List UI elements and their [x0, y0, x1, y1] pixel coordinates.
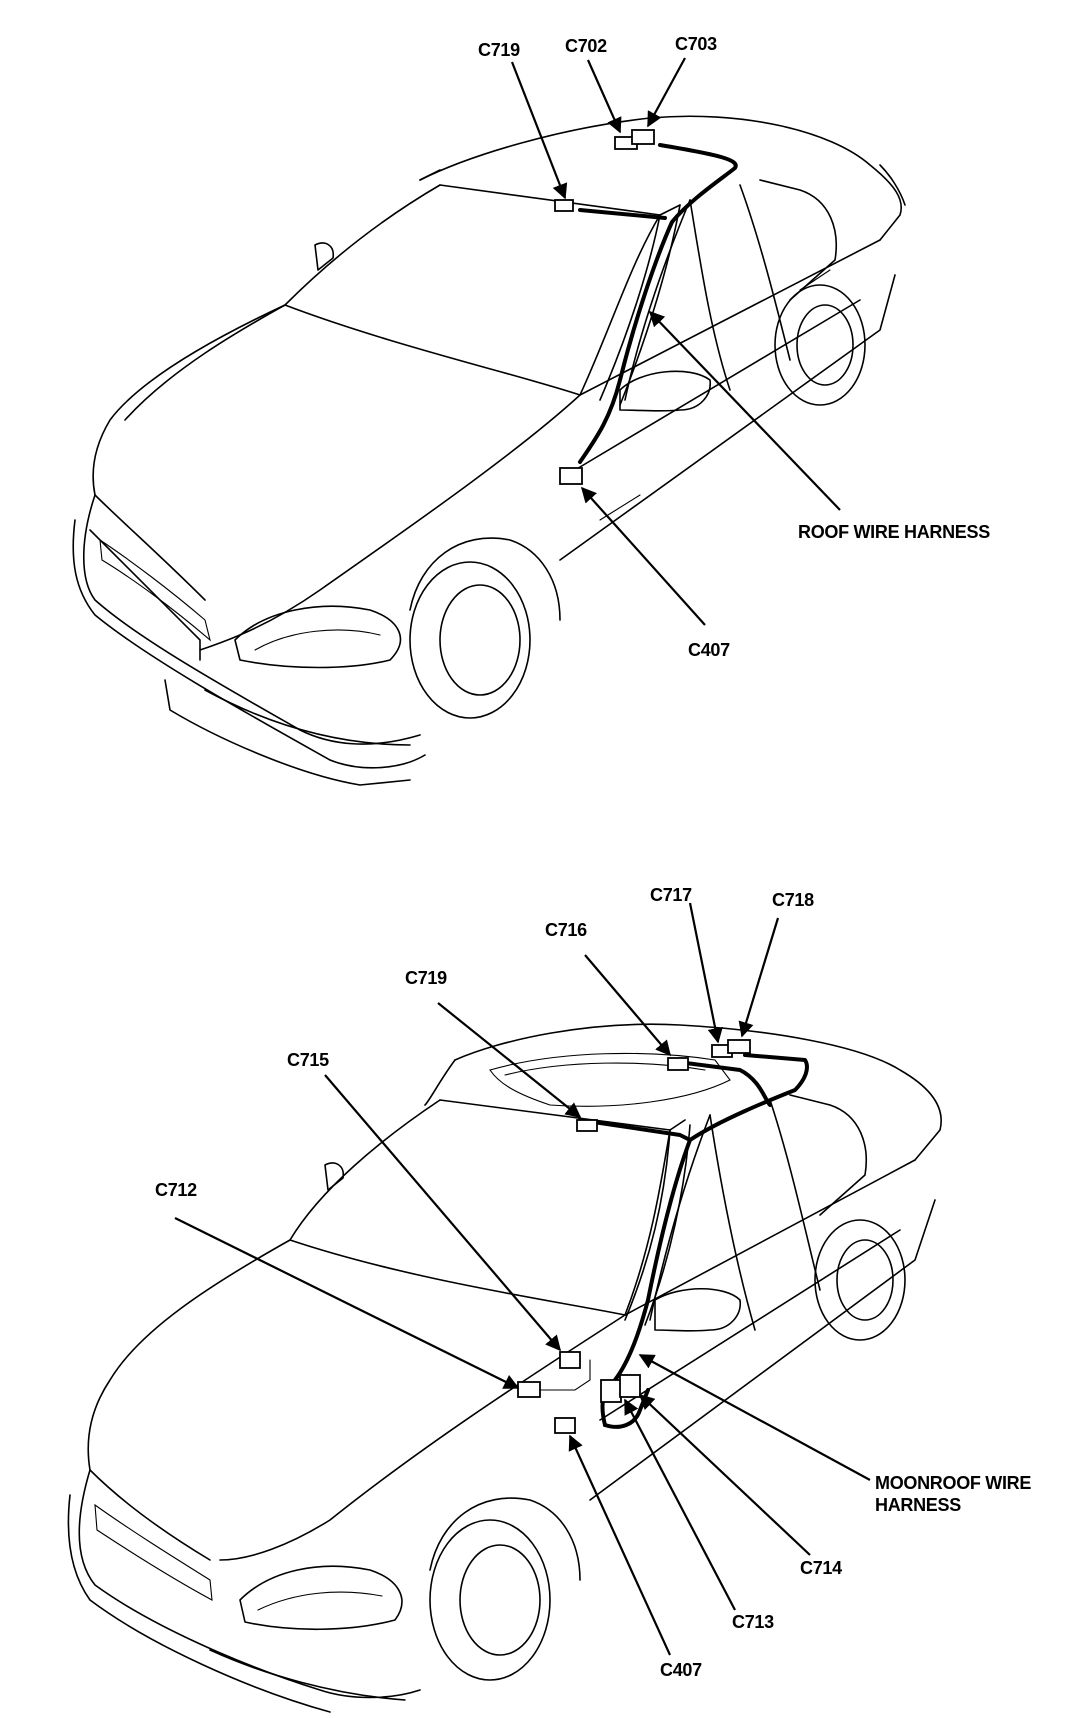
moonroof-harness-branch — [578, 1118, 692, 1142]
label-c717: C717 — [650, 885, 692, 905]
connector-c718 — [727, 1039, 751, 1054]
connector-c703-top — [631, 129, 655, 145]
leader-c703-top — [647, 57, 686, 128]
leader-c702-top — [586, 59, 622, 134]
label-c713: C713 — [732, 1612, 774, 1632]
connector-c714 — [619, 1374, 641, 1398]
leader-c407-bottom — [568, 1434, 672, 1656]
leader-c716 — [584, 954, 671, 1057]
car-illustration-top — [72, 115, 906, 786]
moonroof-wire-harness — [600, 1053, 809, 1427]
leader-roof-harness — [648, 310, 841, 511]
label-moonroof-wire-harness: MOONROOF WIRE HARNESS — [875, 1473, 1032, 1515]
leader-c719-bottom — [437, 1002, 582, 1118]
leader-c719-top — [510, 61, 568, 200]
connector-c712 — [517, 1381, 541, 1398]
leader-c407-top — [580, 486, 706, 626]
label-c407-top: C407 — [688, 640, 730, 660]
leader-moonroof-harness — [638, 1354, 871, 1481]
connector-c715 — [559, 1351, 581, 1369]
label-c407-bottom: C407 — [660, 1660, 702, 1680]
label-c715: C715 — [287, 1050, 329, 1070]
connector-c407-bottom — [554, 1417, 576, 1434]
label-c702-top: C702 — [565, 36, 607, 56]
label-c716: C716 — [545, 920, 587, 940]
label-roof-wire-harness: ROOF WIRE HARNESS — [798, 522, 990, 542]
connector-c713 — [600, 1379, 622, 1403]
roof-wire-harness-top — [578, 143, 738, 464]
leader-c713 — [624, 1398, 736, 1611]
leader-c717 — [688, 902, 723, 1044]
roof-harness-branch-top — [578, 208, 667, 220]
label-c714: C714 — [800, 1558, 842, 1578]
label-c719-top: C719 — [478, 40, 520, 60]
leader-c718 — [738, 917, 780, 1038]
connector-c407-top — [559, 467, 583, 485]
harness-branch-c715 — [539, 1359, 591, 1391]
connector-c719-bottom — [576, 1119, 598, 1132]
label-c719-bottom: C719 — [405, 968, 447, 988]
leader-c715 — [324, 1074, 562, 1352]
connector-c719-top — [554, 199, 574, 212]
label-c718: C718 — [772, 890, 814, 910]
label-c712: C712 — [155, 1180, 197, 1200]
car-illustration-bottom — [67, 1023, 942, 1713]
connector-c716 — [667, 1057, 689, 1071]
moonroof-harness-branch-2 — [676, 1060, 772, 1107]
leader-c712 — [174, 1217, 520, 1389]
label-c703-top: C703 — [675, 34, 717, 54]
leader-c714 — [638, 1393, 811, 1556]
